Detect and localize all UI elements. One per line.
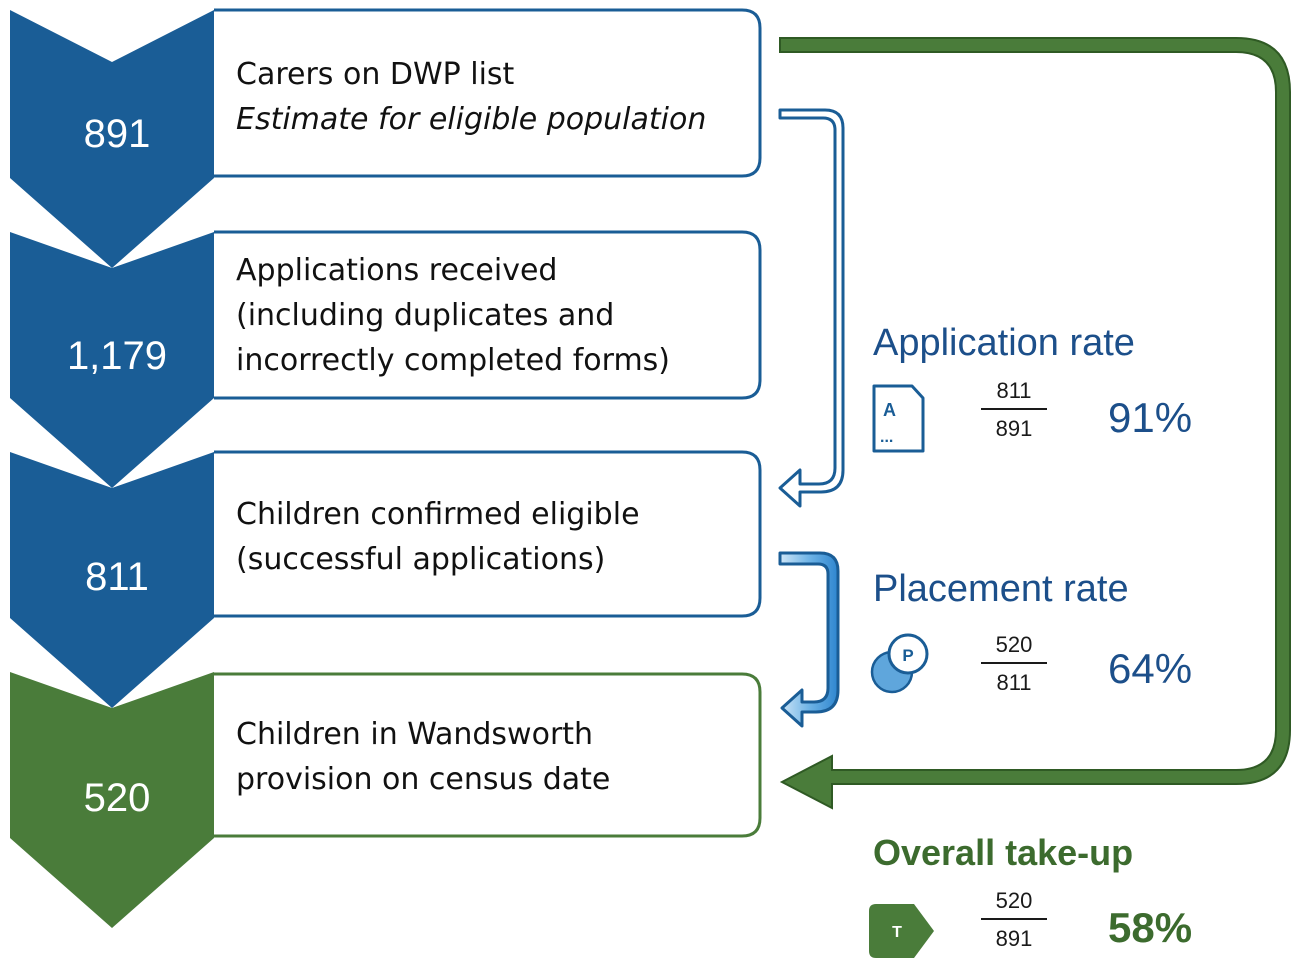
overall-takeup-title: Overall take-up: [873, 832, 1134, 873]
overall-icon-letter: T: [892, 924, 902, 941]
placement-numerator: 520: [995, 632, 1033, 657]
placement-circles-icon: P: [870, 633, 929, 694]
placement-icon-letter: P: [902, 646, 913, 665]
application-percent: 91%: [1108, 394, 1193, 441]
stage-3-chevron: [10, 452, 214, 708]
document-icon: A ...: [872, 384, 925, 453]
overall-fraction-bar: [981, 918, 1047, 920]
stage-1-number: 891: [83, 112, 151, 156]
stage-2-chevron: [10, 232, 214, 488]
stage-2-text: Applications received (including duplica…: [236, 248, 670, 383]
placement-rate-title: Placement rate: [873, 568, 1129, 610]
stage-3-line-2: (successful applications): [236, 542, 606, 577]
overall-percent: 58%: [1108, 904, 1193, 951]
stage-4-box: [214, 672, 762, 838]
stage-1-chevron: [10, 10, 214, 268]
application-arrow: [778, 108, 845, 508]
overall-fraction: 520 891: [981, 888, 1047, 952]
overall-denominator: 891: [995, 926, 1033, 951]
stage-3-box: [214, 450, 762, 618]
placement-fraction-bar: [981, 662, 1047, 664]
placement-percent: 64%: [1108, 645, 1193, 692]
application-numerator: 811: [996, 378, 1032, 403]
stage-4-line-2: provision on census date: [236, 762, 611, 797]
placement-fraction: 520 811: [981, 632, 1047, 696]
application-fraction: 811 891: [981, 378, 1047, 442]
stage-3-number: 811: [85, 555, 149, 599]
stage-2-line-2: (including duplicates and: [236, 298, 615, 333]
application-icon-letter: A: [883, 400, 896, 420]
stage-2-number: 1,179: [66, 334, 168, 378]
stage-1-box: [214, 8, 762, 178]
overall-arrow: [779, 37, 1291, 810]
stage-1-line-2: Estimate for eligible population: [236, 102, 707, 137]
stage-2-line-1: Applications received: [236, 253, 558, 288]
stage-4-number: 520: [83, 776, 151, 820]
svg-text:...: ...: [880, 429, 893, 446]
stage-4-text: Children in Wandsworth provision on cens…: [236, 712, 610, 802]
application-denominator: 891: [995, 416, 1033, 441]
stage-1-text: Carers on DWP list Estimate for eligible…: [236, 52, 706, 142]
stage-2-box: [214, 230, 762, 400]
stage-3-line-1: Children confirmed eligible: [236, 497, 640, 532]
placement-denominator: 811: [996, 670, 1032, 695]
stage-4-chevron: [10, 672, 214, 928]
application-fraction-bar: [981, 408, 1047, 410]
stage-3-text: Children confirmed eligible (successful …: [236, 492, 640, 582]
stage-4-line-1: Children in Wandsworth: [236, 717, 594, 752]
placement-arrow: [778, 551, 840, 728]
application-rate-title: Application rate: [873, 322, 1135, 364]
stage-1-line-1: Carers on DWP list: [236, 57, 515, 92]
stage-2-line-3: incorrectly completed forms): [236, 343, 671, 378]
tag-arrow-icon: T: [869, 904, 934, 958]
overall-numerator: 520: [995, 888, 1033, 913]
